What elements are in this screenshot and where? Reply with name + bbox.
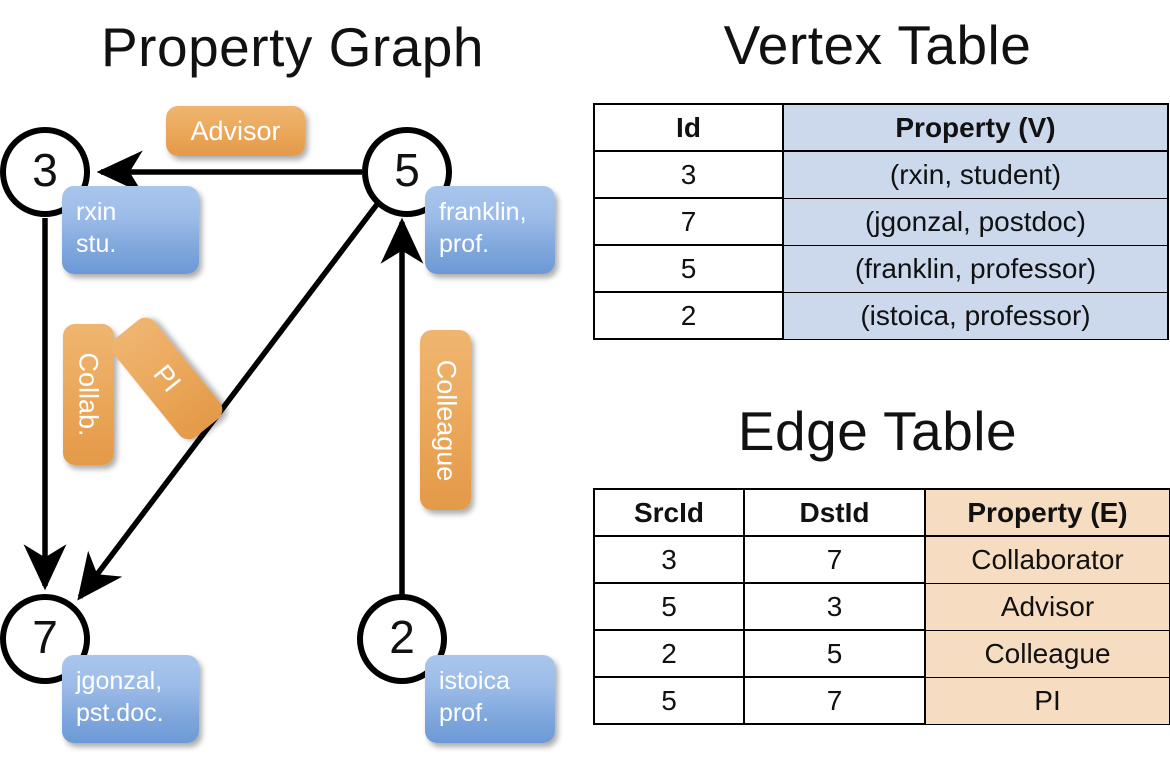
vertex-table-header-id: Id bbox=[593, 103, 784, 152]
vertex-property-box-5-line2: prof. bbox=[439, 230, 490, 258]
edge-label-collab-text: Collab. bbox=[74, 352, 105, 437]
vertex-property-box-3: rxin stu. bbox=[62, 186, 199, 274]
table-row[interactable]: 2 5 Colleague bbox=[593, 629, 1170, 678]
vertex-row-1-id: 7 bbox=[593, 197, 784, 246]
edge-row-1-property: Advisor bbox=[924, 582, 1170, 631]
graph-node-5-id: 5 bbox=[394, 144, 420, 196]
vertex-property-box-2-line1: istoica bbox=[439, 667, 510, 695]
graph-node-3-id: 3 bbox=[32, 144, 58, 196]
table-row[interactable]: 7 (jgonzal, postdoc) bbox=[593, 197, 1169, 246]
table-row[interactable]: 5 3 Advisor bbox=[593, 582, 1170, 631]
vertex-table: Id Property (V) 3 (rxin, student) 7 (jgo… bbox=[593, 103, 1169, 340]
vertex-row-3-property: (istoica, professor) bbox=[782, 291, 1169, 340]
edge-row-2-dst: 5 bbox=[743, 629, 926, 678]
edge-row-0-src: 3 bbox=[593, 535, 745, 584]
vertex-row-0-id: 3 bbox=[593, 150, 784, 199]
page-title-property-graph: Property Graph bbox=[100, 16, 484, 78]
edge-table-header-property: Property (E) bbox=[924, 488, 1170, 537]
vertex-row-1-property: (jgonzal, postdoc) bbox=[782, 197, 1169, 246]
vertex-property-box-7-line2: pst.doc. bbox=[76, 699, 164, 727]
vertex-property-box-3-line1: rxin bbox=[76, 198, 117, 226]
graph-node-7-id: 7 bbox=[32, 611, 58, 663]
edge-row-0-property: Collaborator bbox=[924, 535, 1170, 584]
edge-label-colleague-text: Colleague bbox=[431, 359, 461, 481]
edge-row-3-property: PI bbox=[924, 676, 1170, 725]
vertex-property-box-7: jgonzal, pst.doc. bbox=[62, 655, 199, 743]
graph-node-2[interactable]: 2 bbox=[357, 594, 447, 684]
property-graph-edges bbox=[23, 150, 424, 601]
table-row[interactable]: 5 7 PI bbox=[593, 676, 1170, 725]
vertex-row-3-id: 2 bbox=[593, 291, 784, 340]
edge-row-0-dst: 7 bbox=[743, 535, 926, 584]
vertex-property-box-7-line1: jgonzal, bbox=[76, 667, 163, 695]
edge-row-2-property: Colleague bbox=[924, 629, 1170, 678]
page-title-edge-table: Edge Table bbox=[737, 400, 1018, 462]
table-row[interactable]: 2 (istoica, professor) bbox=[593, 291, 1169, 340]
edge-table: SrcId DstId Property (E) 3 7 Collaborato… bbox=[593, 488, 1170, 725]
graph-node-2-id: 2 bbox=[389, 611, 415, 663]
vertex-property-box-2-line2: prof. bbox=[439, 699, 490, 727]
edge-label-collab: Collab. bbox=[63, 324, 114, 465]
edge-label-colleague: Colleague bbox=[420, 330, 471, 510]
edge-table-header-dstid: DstId bbox=[743, 488, 926, 537]
vertex-table-header-property: Property (V) bbox=[782, 103, 1169, 152]
page-title-vertex-table: Vertex Table bbox=[723, 14, 1032, 76]
table-row[interactable]: 3 (rxin, student) bbox=[593, 150, 1169, 199]
table-row[interactable]: 5 (franklin, professor) bbox=[593, 244, 1169, 293]
vertex-table-header-row: Id Property (V) bbox=[593, 103, 1169, 152]
edge-label-advisor: Advisor bbox=[166, 106, 305, 156]
edge-row-3-dst: 7 bbox=[743, 676, 926, 725]
edge-table-header-row: SrcId DstId Property (E) bbox=[593, 488, 1170, 537]
graph-node-5[interactable]: 5 bbox=[362, 127, 452, 217]
edge-row-1-dst: 3 bbox=[743, 582, 926, 631]
edge-label-pi-text: PI bbox=[147, 358, 188, 398]
vertex-row-0-property: (rxin, student) bbox=[782, 150, 1169, 199]
vertex-property-box-2: istoica prof. bbox=[425, 655, 555, 743]
vertex-row-2-id: 5 bbox=[593, 244, 784, 293]
edge-5-to-7 bbox=[77, 201, 381, 601]
edge-label-advisor-text: Advisor bbox=[190, 115, 281, 146]
vertex-property-box-3-line2: stu. bbox=[76, 230, 117, 258]
edge-row-1-src: 5 bbox=[593, 582, 745, 631]
vertex-property-box-5: franklin, prof. bbox=[425, 186, 555, 274]
edge-row-2-src: 2 bbox=[593, 629, 745, 678]
edge-table-header-srcid: SrcId bbox=[593, 488, 745, 537]
vertex-row-2-property: (franklin, professor) bbox=[782, 244, 1169, 293]
table-row[interactable]: 3 7 Collaborator bbox=[593, 535, 1170, 584]
edge-row-3-src: 5 bbox=[593, 676, 745, 725]
vertex-property-box-5-line1: franklin, bbox=[439, 198, 527, 226]
